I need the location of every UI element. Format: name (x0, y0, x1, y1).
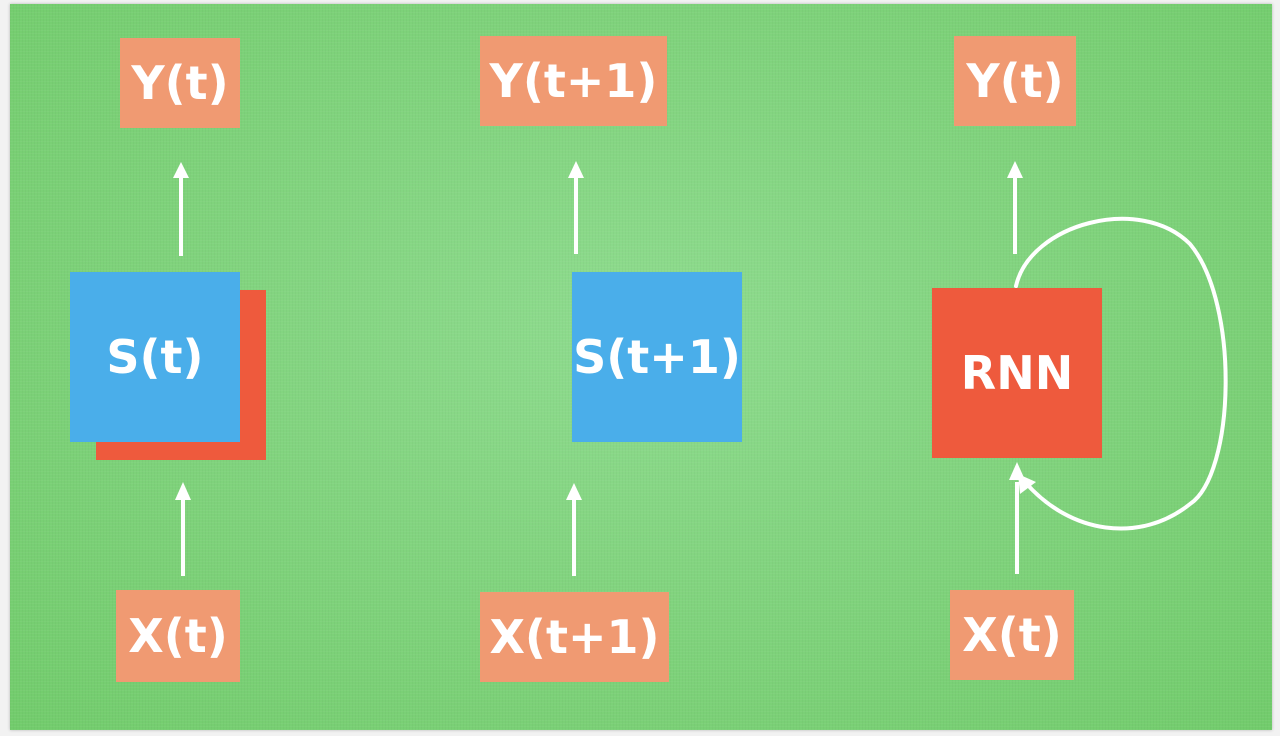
middle-state-box: S(t+1) (572, 272, 742, 442)
left-state-box: S(t) (70, 272, 240, 442)
arrow-layer (173, 161, 1228, 576)
middle-state-to-output-arrowhead (568, 161, 584, 178)
middle-output-box: Y(t+1) (480, 36, 667, 126)
middle-input-to-state-arrowhead (566, 483, 582, 500)
diagram-canvas: Y(t) S(t) X(t) Y(t+1) S(t+1) X(t+1) Y(t)… (10, 4, 1272, 730)
rnn-cell-box: RNN (932, 288, 1102, 458)
left-input-box: X(t) (116, 590, 240, 682)
recurrent-loop-arrow (1014, 216, 1228, 531)
left-input-to-state-arrowhead (175, 482, 191, 500)
middle-input-box: X(t+1) (480, 592, 669, 682)
left-state-to-output-arrowhead (173, 162, 189, 178)
right-output-box: Y(t) (954, 36, 1076, 126)
rnn-to-output-arrowhead (1007, 161, 1023, 178)
left-output-box: Y(t) (120, 38, 240, 128)
right-input-box: X(t) (950, 590, 1074, 680)
recurrent-loop-arrowhead (1018, 474, 1036, 494)
